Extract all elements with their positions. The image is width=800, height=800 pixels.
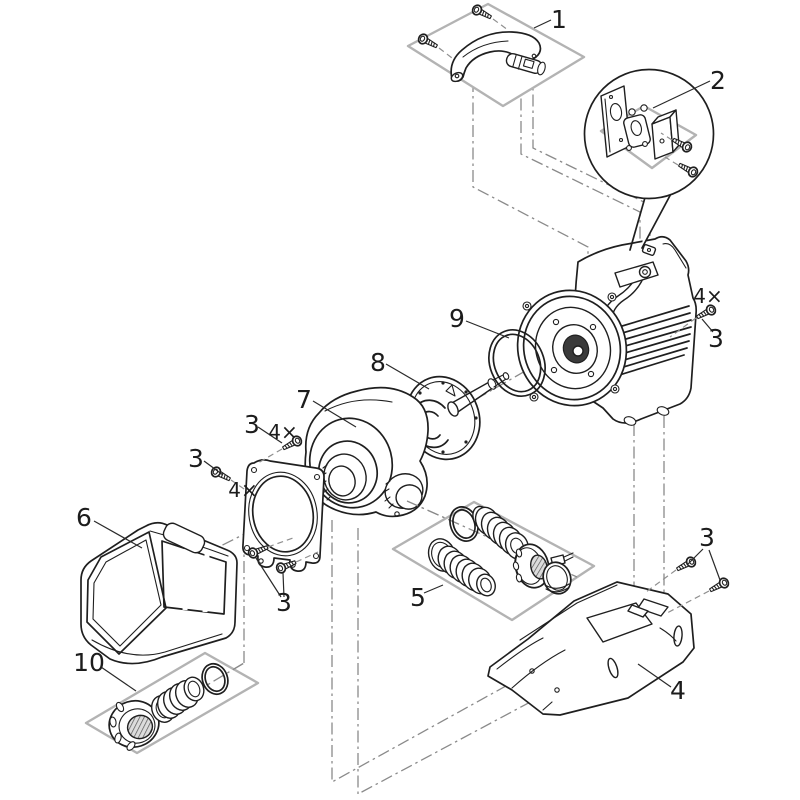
- handle-assembly-1: [406, 2, 586, 108]
- mounting-plate: [242, 459, 325, 572]
- callout-motor-screw: 3: [708, 324, 724, 353]
- connector-set-10: [84, 651, 260, 755]
- connector-set-5: [391, 500, 596, 622]
- threaded-hose-tail: [150, 676, 205, 723]
- callout-10: 10: [73, 648, 105, 677]
- threaded-hose-tail: [472, 505, 530, 560]
- clamp-block: [651, 109, 680, 160]
- o-ring: [201, 662, 229, 696]
- callout-labels: 1 2 4× 3 9 8 7 3 4× 3 4× 3 6 10 5 4 3: [73, 5, 726, 705]
- detail-balloon-2: [583, 68, 715, 251]
- callout-plate-screw-bottom: 3: [276, 588, 292, 617]
- o-ring-9: [488, 329, 546, 397]
- pump-housing-7: [304, 386, 429, 518]
- mount-boss: [638, 265, 652, 279]
- callout-6: 6: [76, 503, 92, 532]
- motor-unit: [516, 235, 698, 426]
- outlet-thread: [383, 473, 424, 510]
- pump-base-4: [487, 581, 695, 716]
- callout-plate-screw-left: 3: [188, 444, 204, 473]
- stepped-hose-nozzle: [427, 538, 496, 597]
- inlet-thread: [320, 453, 367, 501]
- callout-9: 9: [449, 304, 465, 333]
- panel-outline: [406, 2, 586, 108]
- callout-plate-screw-top: 3: [244, 410, 260, 439]
- callout-7: 7: [296, 385, 312, 414]
- callout-1: 1: [551, 5, 567, 34]
- strainer-outline: [80, 521, 238, 665]
- callout-8: 8: [370, 348, 386, 377]
- callout-base-screw: 3: [699, 523, 715, 552]
- cable-gland: [641, 244, 657, 256]
- callout-2: 2: [710, 66, 726, 95]
- screw-icon: [707, 575, 731, 596]
- callout-5: 5: [410, 583, 426, 612]
- cable-clamp: [623, 114, 651, 148]
- union-nut: [108, 699, 160, 751]
- handle-latch: [505, 53, 546, 76]
- callout-plate-screw-left-qty: 4×: [228, 478, 257, 502]
- strainer-casing-6: [80, 521, 238, 665]
- fastening-screws: [209, 302, 731, 614]
- hose-clamp: [542, 552, 574, 595]
- callout-motor-screw-qty: 4×: [693, 284, 722, 308]
- callout-4: 4: [670, 676, 686, 705]
- callout-plate-screw-top-qty: 4×: [268, 420, 297, 444]
- leader-lines: [93, 19, 721, 692]
